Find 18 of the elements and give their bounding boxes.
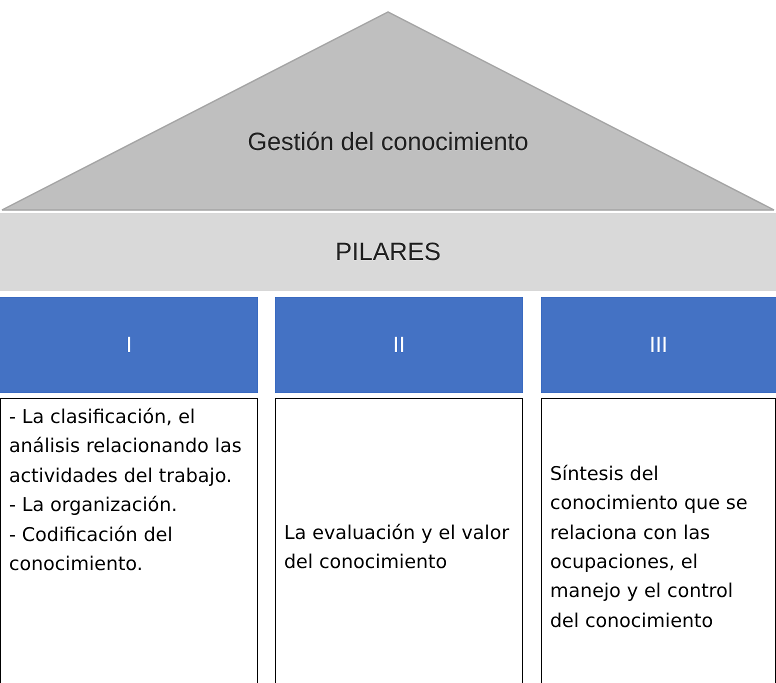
pillar-description: - La organización. — [9, 493, 178, 518]
pillar-description: La evaluación y el valor del conocimiento — [284, 520, 510, 575]
pillar-header — [275, 297, 523, 393]
pillar-header — [0, 297, 258, 393]
pillar-number: II — [392, 332, 406, 358]
pillar-number: III — [649, 332, 668, 358]
pillar-description: - La clasificación, el análisis relacionando las actividades del trabajo. — [9, 405, 243, 489]
pillar-description: Síntesis del conocimiento que se relaciona con las ocupaciones, el manejo y el control del conocimiento — [550, 462, 749, 634]
pillar-text-box — [275, 398, 523, 683]
pillar-number: I — [126, 332, 132, 358]
pillar-description: - Codificación del conocimiento. — [9, 522, 174, 578]
roof-title: Gestión del conocimiento — [246, 128, 530, 157]
pillar-header — [541, 297, 776, 393]
band-title: PILARES — [335, 238, 441, 266]
pillars-band — [0, 213, 776, 291]
pillar-text-box — [541, 398, 776, 683]
roof-triangle — [0, 10, 776, 212]
pillar-text-box — [0, 398, 258, 683]
